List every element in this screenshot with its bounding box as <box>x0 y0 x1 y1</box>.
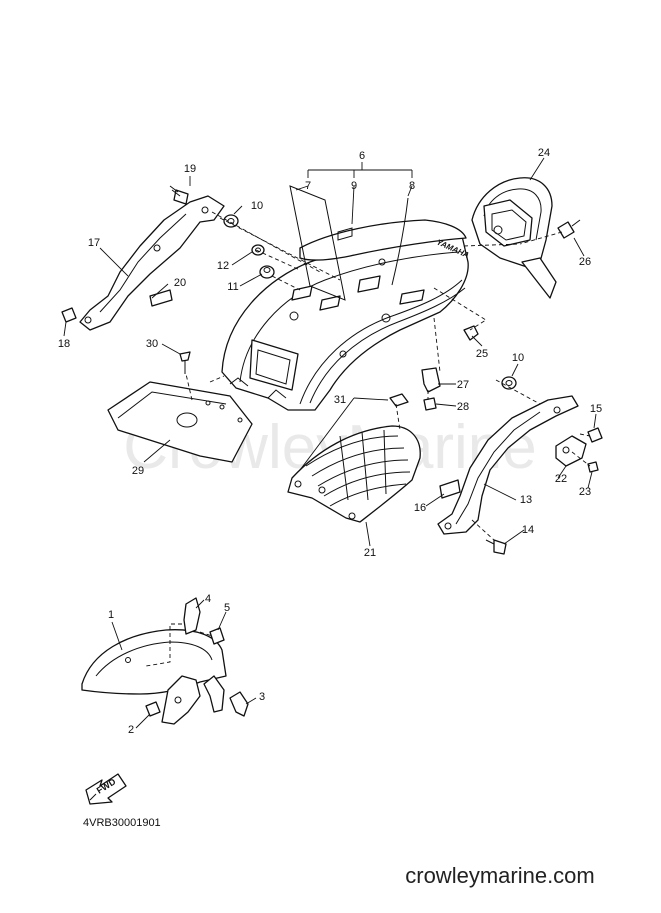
bracket-27[interactable] <box>421 367 441 393</box>
callout-10-right: 10 <box>512 352 524 364</box>
fender-bracket-2[interactable] <box>161 675 201 725</box>
callout-2: 2 <box>128 724 134 736</box>
decal-set <box>289 185 409 301</box>
callout-1: 1 <box>108 609 114 621</box>
left-grab-bar-bolt[interactable] <box>169 185 189 205</box>
callout-18: 18 <box>58 338 70 350</box>
callout-labels: 1 2 3 4 5 6 7 8 9 10 10 11 12 13 14 15 1… <box>58 147 602 736</box>
mud-flap[interactable] <box>107 381 253 463</box>
bolt-14[interactable] <box>485 539 507 555</box>
callout-3: 3 <box>259 691 265 703</box>
callout-11: 11 <box>227 281 238 293</box>
bolt-2[interactable] <box>145 701 161 717</box>
tail-light-assembly[interactable] <box>471 177 557 299</box>
forward-arrow: FWD <box>85 773 127 805</box>
nut-23[interactable] <box>587 461 599 473</box>
callout-8: 8 <box>409 180 415 192</box>
callout-26: 26 <box>579 256 591 268</box>
diagram-code: 4VRB30001901 <box>83 817 161 829</box>
callout-9: 9 <box>351 180 357 192</box>
plate-16 <box>439 479 461 499</box>
callout-31: 31 <box>334 394 346 406</box>
callout-6: 6 <box>359 150 365 162</box>
callout-7: 7 <box>305 180 311 192</box>
callout-13: 13 <box>520 494 532 506</box>
callout-22: 22 <box>555 473 567 485</box>
bolt-28[interactable] <box>423 397 437 411</box>
assembly-lines <box>145 211 591 667</box>
clip-31[interactable] <box>389 393 409 407</box>
nut-25[interactable] <box>463 325 479 341</box>
right-grab-bar[interactable] <box>437 395 579 535</box>
callout-28: 28 <box>457 401 469 413</box>
callout-5: 5 <box>224 602 230 614</box>
bolt-26[interactable] <box>557 219 581 239</box>
collar-10-right[interactable] <box>501 376 517 390</box>
callout-19: 19 <box>184 163 196 175</box>
bracket-4[interactable] <box>183 597 201 635</box>
washer-12[interactable] <box>251 244 265 256</box>
rear-fender[interactable] <box>221 235 469 411</box>
bolt-5[interactable] <box>209 627 225 645</box>
callout-30: 30 <box>146 338 158 350</box>
inner-fender[interactable] <box>287 425 421 523</box>
screw-30[interactable] <box>179 351 191 374</box>
site-url[interactable]: crowleymarine.com <box>405 863 595 888</box>
fender-stay-right <box>203 675 225 713</box>
bolt-15[interactable] <box>587 427 603 443</box>
callout-25: 25 <box>476 348 488 360</box>
callout-4: 4 <box>205 593 211 605</box>
callout-10-left: 10 <box>251 200 263 212</box>
callout-27: 27 <box>457 379 469 391</box>
left-grab-bar-plate <box>149 289 173 307</box>
callout-16: 16 <box>414 502 426 514</box>
grommet-11[interactable] <box>259 265 275 279</box>
collar-10-left[interactable] <box>223 214 239 228</box>
leader-lines <box>63 157 597 729</box>
callout-24: 24 <box>538 147 550 159</box>
callout-21: 21 <box>364 547 376 559</box>
bolt-18[interactable] <box>61 307 77 323</box>
callout-14: 14 <box>522 524 534 536</box>
callout-12: 12 <box>217 260 229 272</box>
bracket-3[interactable] <box>229 691 249 717</box>
callout-17: 17 <box>88 237 100 249</box>
callout-15: 15 <box>590 403 602 415</box>
bracket-22[interactable] <box>555 435 587 467</box>
callout-23: 23 <box>579 486 591 498</box>
callout-29: 29 <box>132 465 144 477</box>
left-grab-bar[interactable] <box>79 195 225 331</box>
callout-20: 20 <box>174 277 186 289</box>
